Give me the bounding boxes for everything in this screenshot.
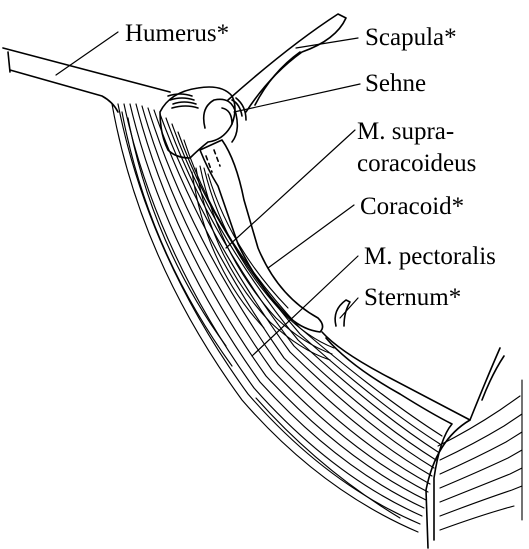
coracoid-label: Coracoid* [360, 193, 464, 221]
leader-humerus [56, 32, 118, 75]
sternum-label: Sternum* [364, 284, 461, 312]
leader-coracoid [268, 205, 354, 268]
leader-supracoracoideus [226, 130, 355, 248]
humerus-label: Humerus* [125, 20, 229, 48]
supracoracoideus-label: M. supra- coracoideus [357, 116, 476, 180]
scapula-label: Scapula* [365, 24, 457, 52]
supracoracoideus-label-line1: M. supra- [357, 116, 476, 148]
leader-lines [56, 32, 360, 356]
humerus-bone [3, 48, 170, 112]
keel-muscle-edge [438, 380, 522, 530]
sternum-bone [322, 300, 504, 548]
leader-sehne [234, 84, 360, 112]
supracoracoideus-label-line2: coracoideus [357, 148, 476, 180]
scapula-bone [228, 14, 346, 112]
pectoralis-label: M. pectoralis [364, 243, 496, 271]
sehne-label: Sehne [365, 70, 426, 98]
